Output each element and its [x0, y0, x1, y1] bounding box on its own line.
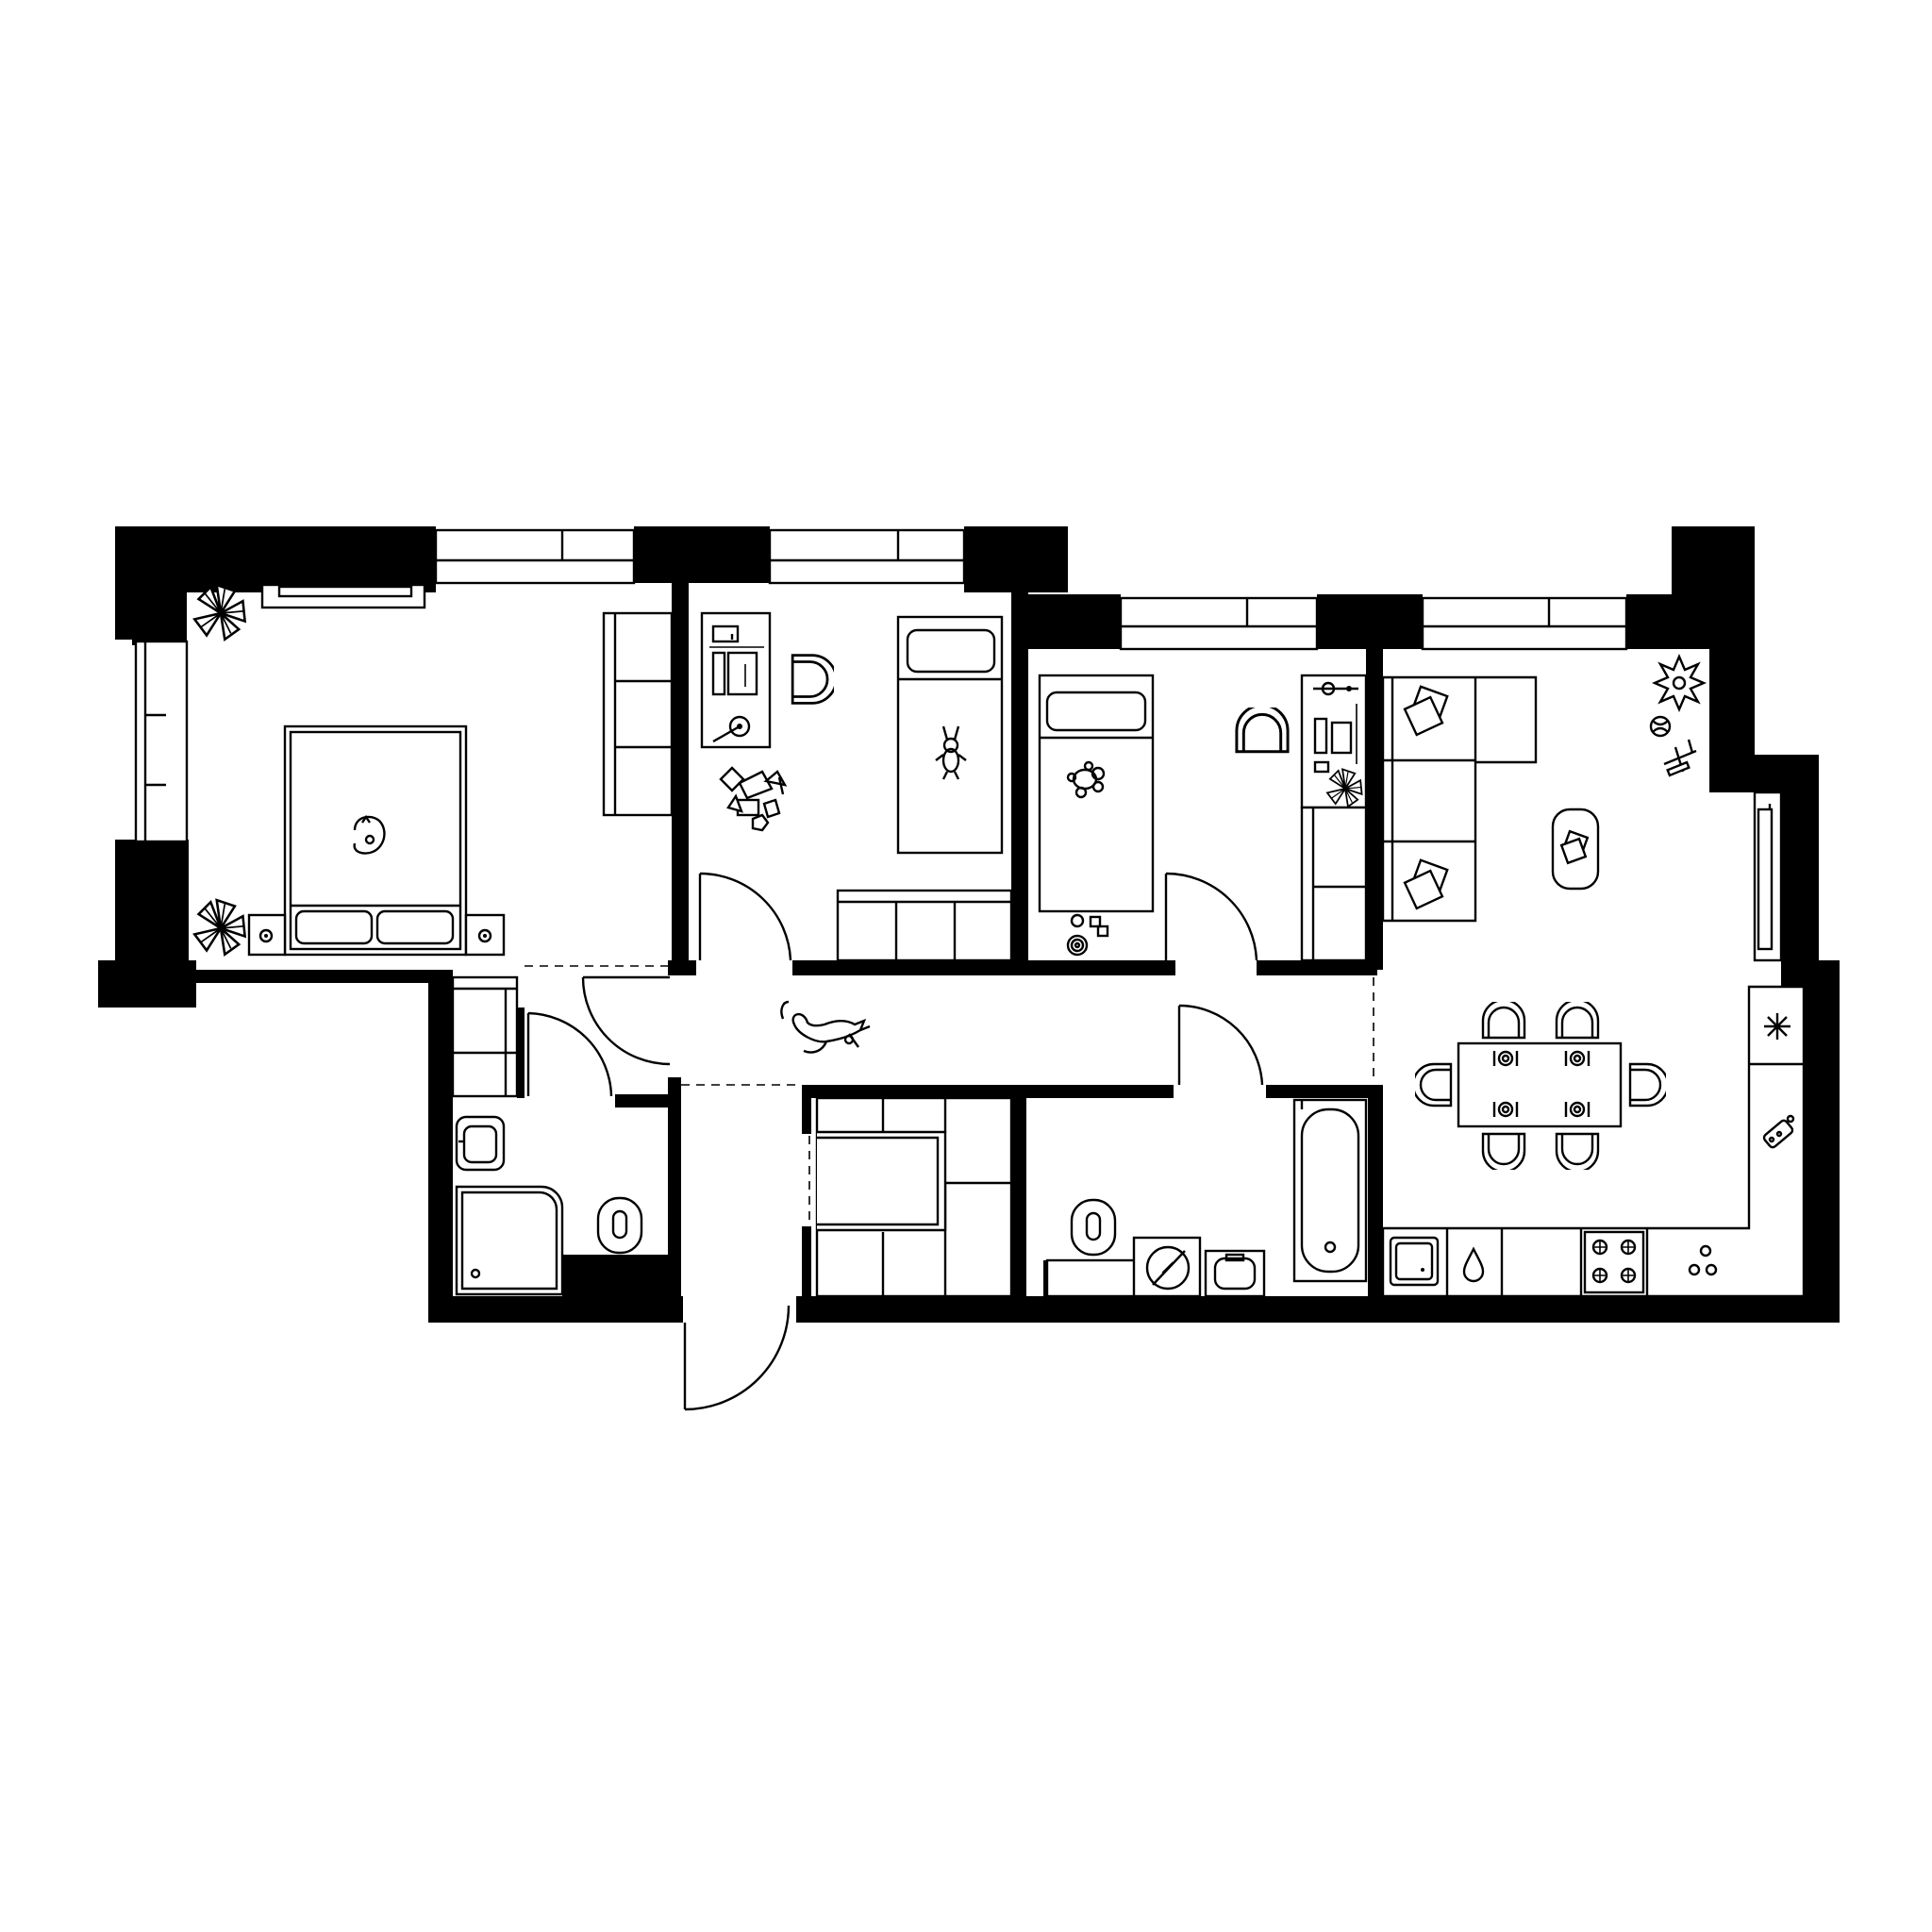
- kids-room-2: [1038, 674, 1368, 962]
- door-main-bathroom: [1177, 1004, 1264, 1086]
- washbasin: [455, 1115, 506, 1172]
- window-living: [1421, 596, 1628, 651]
- sofa-bedroom: [602, 611, 674, 817]
- nightstand-left: [247, 913, 287, 957]
- window-kids-room-1: [768, 528, 966, 585]
- window-kids-room-2: [1119, 596, 1319, 651]
- closet-hallway: [451, 975, 519, 1098]
- toy-blocks-icon: [719, 766, 788, 832]
- washing-machine-icon: [1132, 1236, 1202, 1298]
- sink-icon: [1389, 1236, 1440, 1287]
- plant-icon: [192, 898, 246, 957]
- bunny-toy-icon: [935, 725, 967, 780]
- dining-chair: [1555, 1002, 1600, 1040]
- desk: [700, 611, 772, 749]
- tv-stand: [260, 583, 426, 609]
- kitchen-living: [1381, 653, 1806, 1298]
- kids-room-1: [700, 611, 1013, 962]
- dining-chair: [1628, 1062, 1666, 1108]
- toilet-icon: [1070, 1198, 1117, 1257]
- door-kids-room-2: [1164, 872, 1258, 961]
- double-bed: [283, 724, 468, 957]
- ball-icon: [1649, 715, 1672, 738]
- desk-chair: [1235, 708, 1290, 754]
- bathtub-icon: [1292, 1098, 1368, 1283]
- cat-icon: [353, 814, 386, 855]
- rings-toy-icon: [1066, 913, 1109, 957]
- shelf-kids-2: [1300, 806, 1368, 962]
- dining-set: [1415, 1002, 1666, 1170]
- sofa-kids-1: [836, 889, 1013, 962]
- plane-toy-icon: [1663, 739, 1697, 777]
- corner-sofa: [1381, 675, 1538, 923]
- fruit-icon: [1688, 1244, 1718, 1276]
- bathroom-sink: [1204, 1249, 1266, 1298]
- door-entrance[interactable]: [683, 1305, 791, 1411]
- coffee-table: [1551, 808, 1600, 891]
- door-kids-room-1: [698, 872, 792, 961]
- desk-chair: [791, 654, 834, 705]
- dining-chair: [1555, 1132, 1600, 1170]
- doors: [525, 872, 1374, 1411]
- dining-chair: [1415, 1062, 1453, 1108]
- door-shower-bathroom: [526, 975, 671, 1097]
- dog-icon: [780, 1000, 871, 1054]
- water-drop-icon: [1462, 1246, 1485, 1283]
- single-bed: [896, 615, 1004, 855]
- shower-bathroom: [455, 1115, 643, 1296]
- nightstand-right: [464, 913, 506, 957]
- toilet-icon: [596, 1196, 643, 1255]
- cutting-board-icon: [1762, 1114, 1795, 1149]
- wardrobe: [815, 1096, 1013, 1298]
- dining-chair: [1481, 1132, 1526, 1170]
- star-plant-icon: [1651, 653, 1707, 713]
- dining-chair: [1481, 1002, 1526, 1040]
- bedroom: [192, 583, 674, 957]
- window-bedroom: [434, 528, 636, 585]
- hallway: [451, 975, 871, 1098]
- single-bed: [1038, 674, 1155, 913]
- plant-icon: [192, 583, 246, 641]
- window-bedroom-side: [134, 640, 189, 843]
- shower-tray-icon: [455, 1185, 564, 1296]
- dining-table: [1457, 1041, 1623, 1128]
- main-bathroom: [1045, 1098, 1368, 1298]
- plate-settings: [1492, 1050, 1591, 1118]
- stove-icon: [1583, 1230, 1645, 1294]
- tv-wall: [1757, 808, 1774, 951]
- fridge-icon: [1764, 1013, 1790, 1040]
- teddy-toy-icon: [1066, 760, 1106, 799]
